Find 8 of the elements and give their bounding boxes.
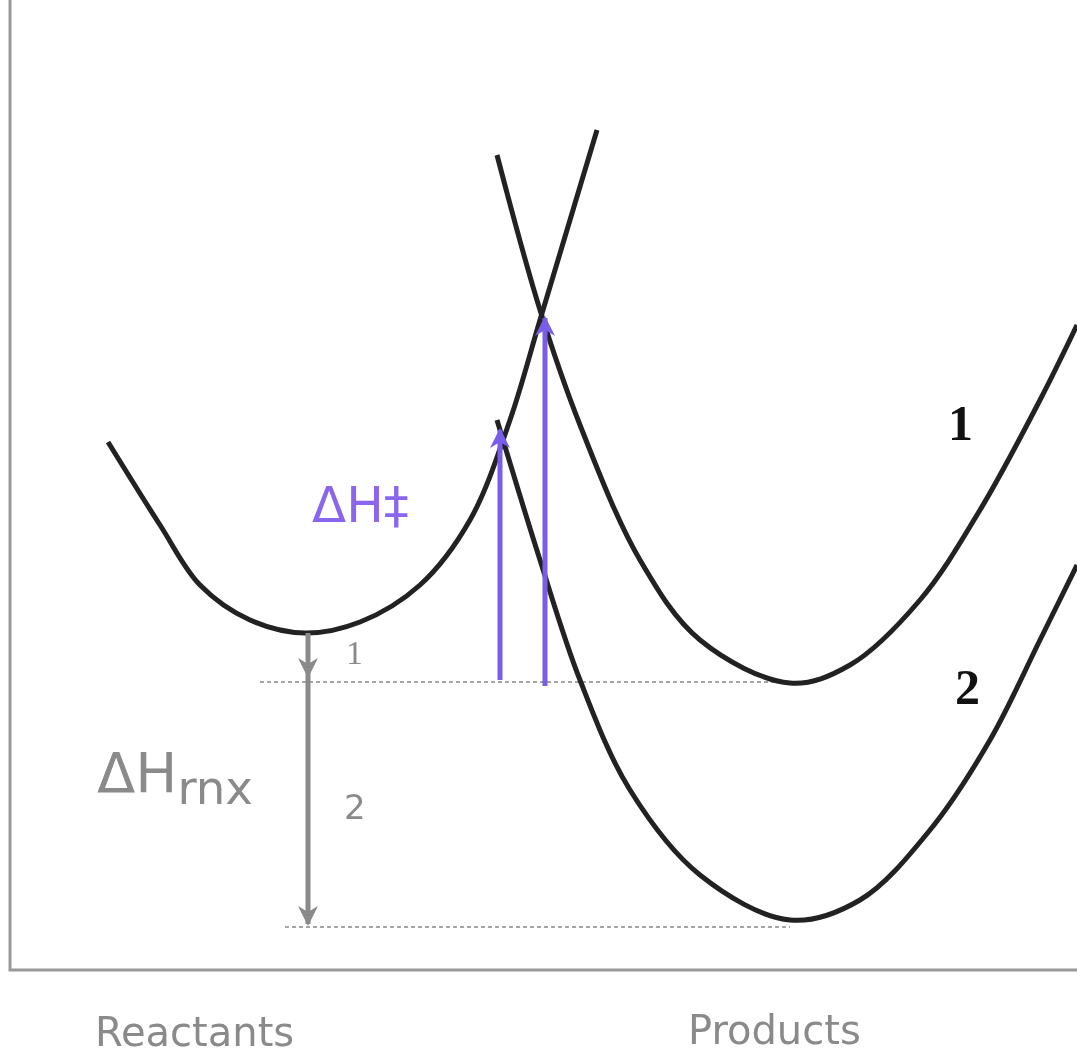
curve-number: 2	[955, 662, 980, 712]
reaction-enthalpy-label: ΔH$_{rnx}$	[97, 745, 253, 812]
axis-label: Reactants	[95, 1012, 295, 1052]
curve-number: 1	[948, 398, 973, 448]
arrow-number: 2	[344, 790, 366, 824]
arrow-number: 1	[346, 636, 363, 670]
axis-label: Products	[688, 1010, 861, 1050]
activation-enthalpy-label: ΔH‡	[312, 480, 409, 530]
